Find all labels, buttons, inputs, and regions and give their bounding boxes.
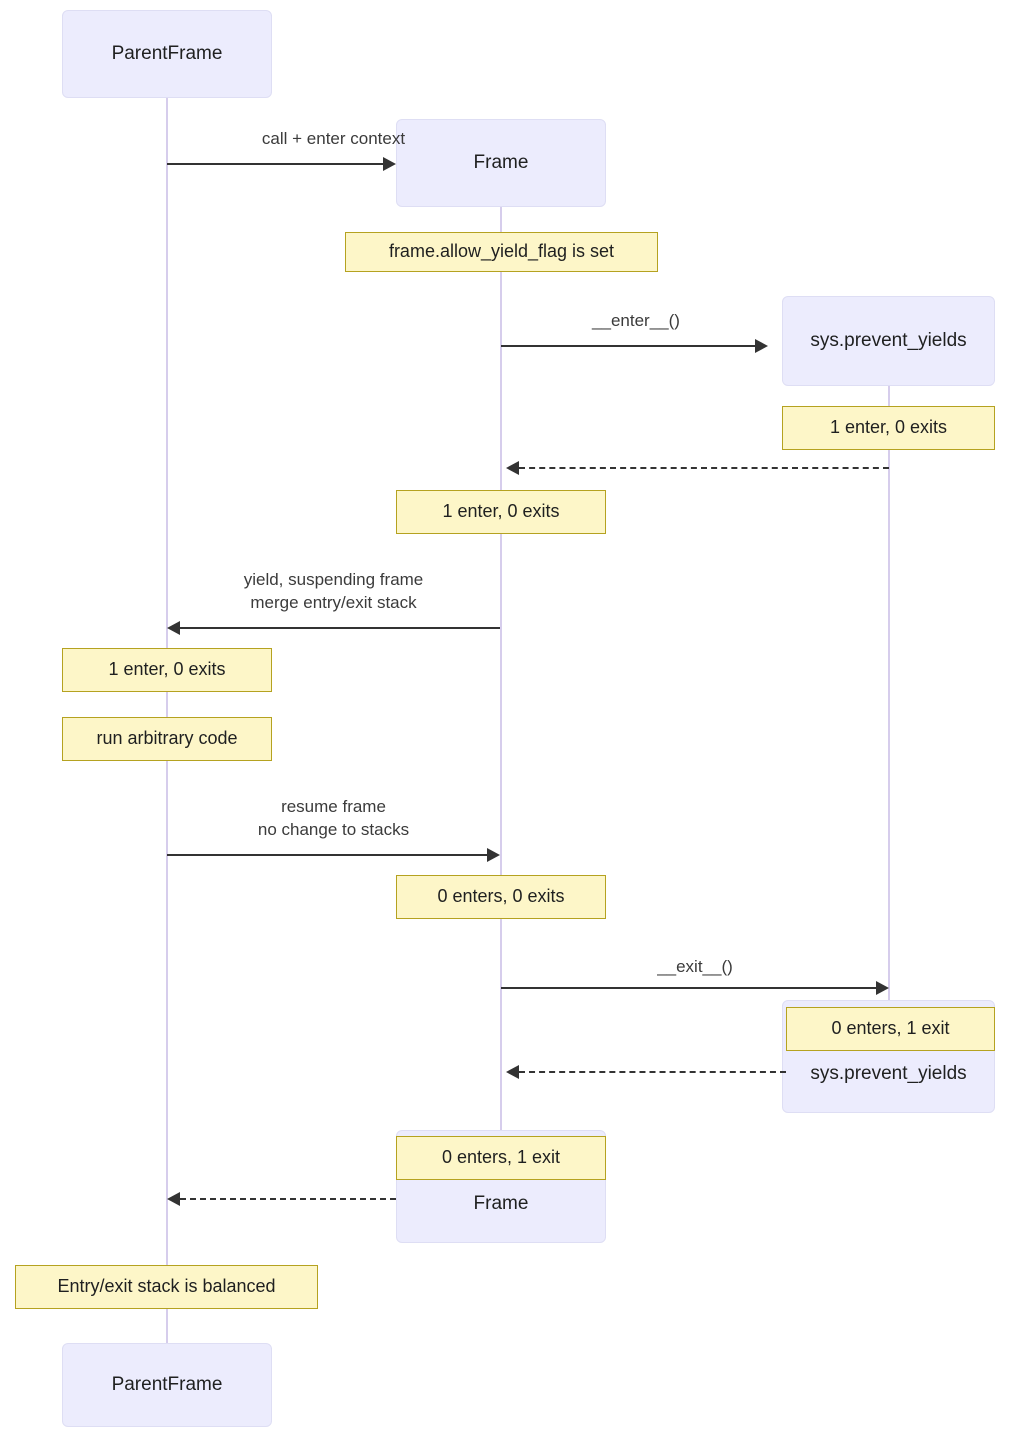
message-label-yield-suspending-frame: yield, suspending frame merge entry/exit… <box>243 570 424 612</box>
message-label-enter-call: __enter__() <box>592 311 680 330</box>
note-frame-zero-enters-one-exit: 0 enters, 1 exit <box>396 1136 606 1180</box>
arrow-head-exit-call <box>876 981 889 995</box>
message-label-call-enter-context: call + enter context <box>261 129 406 148</box>
message-label-exit-call: __exit__() <box>657 957 733 976</box>
message-arrow-enter-call <box>501 345 755 347</box>
arrow-head-enter-return <box>506 461 519 475</box>
arrow-head-enter-call <box>755 339 768 353</box>
message-arrow-enter-return <box>519 467 889 469</box>
lifeline-frame <box>500 207 502 1135</box>
message-arrow-call-enter-context <box>167 163 383 165</box>
arrow-head-resume-frame <box>487 848 500 862</box>
actor-parentframe-bottom[interactable]: ParentFrame <box>62 1343 272 1427</box>
note-entry-exit-stack-balanced: Entry/exit stack is balanced <box>15 1265 318 1309</box>
note-run-arbitrary-code: run arbitrary code <box>62 717 272 761</box>
actor-sys-prevent-yields-top[interactable]: sys.prevent_yields <box>782 296 995 386</box>
note-frame-allow-yield-flag: frame.allow_yield_flag is set <box>345 232 658 272</box>
message-arrow-exit-call <box>501 987 876 989</box>
note-sys-zero-enters-one-exit: 0 enters, 1 exit <box>786 1007 995 1051</box>
arrow-head-frame-return-parent <box>167 1192 180 1206</box>
message-arrow-frame-return-parent <box>180 1198 396 1200</box>
message-arrow-resume-frame <box>167 854 487 856</box>
note-parent-one-enter-zero-exits: 1 enter, 0 exits <box>62 648 272 692</box>
note-frame-zero-enters-zero-exits: 0 enters, 0 exits <box>396 875 606 919</box>
message-arrow-exit-return <box>519 1071 786 1073</box>
arrow-head-call-enter-context <box>383 157 396 171</box>
note-sys-one-enter-zero-exits: 1 enter, 0 exits <box>782 406 995 450</box>
message-arrow-yield-suspending-frame <box>180 627 500 629</box>
arrow-head-exit-return <box>506 1065 519 1079</box>
arrow-head-yield-suspending-frame <box>167 621 180 635</box>
lifeline-sys <box>888 386 890 1004</box>
note-frame-one-enter-zero-exits: 1 enter, 0 exits <box>396 490 606 534</box>
actor-frame-top[interactable]: Frame <box>396 119 606 207</box>
actor-parentframe-top[interactable]: ParentFrame <box>62 10 272 98</box>
message-label-resume-frame: resume frame no change to stacks <box>257 797 410 839</box>
